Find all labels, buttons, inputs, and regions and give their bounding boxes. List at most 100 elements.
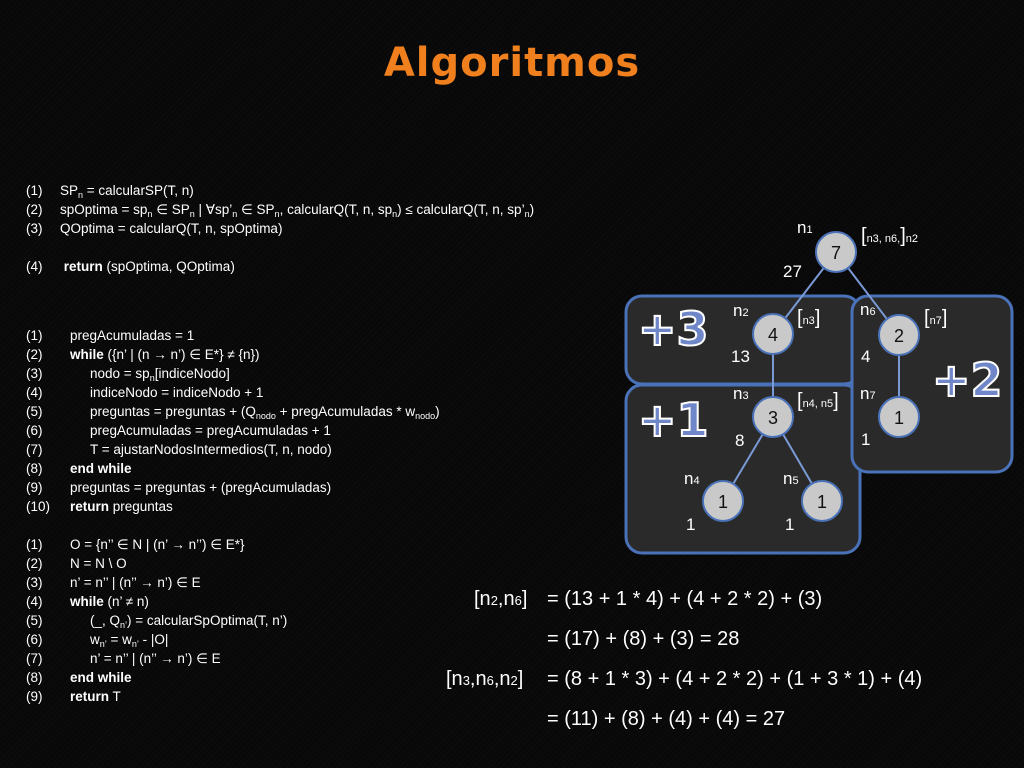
line-number: (1) <box>26 183 43 198</box>
code-fragment: = w <box>106 632 132 647</box>
code-text: QOptima = calcularQ(T, n, spOptima) <box>60 219 282 238</box>
code-fragment: , calcularQ(T, n, sp <box>279 202 393 217</box>
code-subscript: nodo <box>415 411 436 421</box>
code-keyword: return <box>63 259 103 274</box>
line-number: (10) <box>26 499 51 514</box>
line-number: (3) <box>26 366 43 381</box>
node-n2-value: 4 <box>768 325 778 345</box>
q-n3: 8 <box>735 431 745 450</box>
code-fragment: (_, Q <box>90 613 121 628</box>
code-fragment: n’ = n’’ | (n’’ → n’) ∈ E <box>90 651 221 666</box>
code-text: while (n’ ≠ n) <box>70 592 149 611</box>
eq1-rhs: = (13 + 1 * 4) + (4 + 2 * 2) + (3) <box>547 588 823 610</box>
code-fragment: preguntas = preguntas + (Q <box>90 404 256 419</box>
code-fragment: n’ = n’’ | (n’’ → n’) ∈ E <box>70 575 201 590</box>
label-n1: n1 <box>797 218 813 237</box>
label-n7: n7 <box>860 384 876 403</box>
code-fragment: preguntas <box>109 499 173 514</box>
code-keyword: return <box>70 689 110 704</box>
code-text: N = N \ O <box>70 554 127 573</box>
code-text: end while <box>70 459 132 478</box>
line-number: (3) <box>26 575 43 590</box>
seq-n6: [n7] <box>924 307 948 329</box>
code-fragment: indiceNodo = indiceNodo + 1 <box>90 385 264 400</box>
code-fragment: ) ≤ calcularQ(T, n, sp’ <box>397 202 525 217</box>
line-number: (7) <box>26 442 43 457</box>
code-subscript: n’ <box>99 639 107 649</box>
code-fragment: preguntas = preguntas + (pregAcumuladas) <box>70 480 332 495</box>
code-text: return preguntas <box>70 497 173 516</box>
q-n7: 1 <box>861 430 871 449</box>
code-fragment: SP <box>60 183 79 198</box>
code-fragment: T <box>109 689 121 704</box>
code-fragment: (n’ ≠ n) <box>103 594 149 609</box>
code-fragment: ) = calcularSpOptima(T, n’) <box>127 613 288 628</box>
line-number: (5) <box>26 613 43 628</box>
code-fragment: T = ajustarNodosIntermedios(T, n, nodo) <box>90 442 332 457</box>
code-fragment: + pregAcumuladas * w <box>275 404 416 419</box>
node-n4: 1 <box>702 480 744 522</box>
code-keyword: end while <box>70 670 132 685</box>
q-n2: 13 <box>731 347 750 366</box>
q-n1: 27 <box>783 262 802 281</box>
code-fragment: (spOptima, QOptima) <box>102 259 235 274</box>
node-n6-value: 2 <box>894 326 904 346</box>
code-keyword: return <box>70 499 110 514</box>
code-subscript: n <box>232 209 238 219</box>
code-fragment: spOptima = sp <box>60 202 148 217</box>
seq-n2: [n3] <box>797 307 821 329</box>
q-n4: 1 <box>686 515 696 534</box>
label-n6: n6 <box>860 300 876 319</box>
eq1-lhs: [n2,n6] <box>474 588 528 610</box>
code-text: while ({n’ | (n → n’) ∈ E*} ≠ {n}) <box>70 345 260 364</box>
code-subscript: n’ <box>131 639 139 649</box>
line-number: (6) <box>26 632 43 647</box>
code-text: nodo = spn[indiceNodo] <box>90 364 230 388</box>
code-text: SPn = calcularSP(T, n) <box>60 181 194 205</box>
slide-title: Algoritmos <box>383 40 641 86</box>
code-subscript: n <box>524 209 530 219</box>
label-n2: n2 <box>733 301 749 320</box>
line-number: (8) <box>26 670 43 685</box>
eq4: = (11) + (8) + (4) + (4) = 27 <box>547 708 786 730</box>
q-n6: 4 <box>861 347 871 366</box>
line-number: (1) <box>26 537 43 552</box>
node-n2: 4 <box>752 313 794 355</box>
q-n5: 1 <box>785 515 795 534</box>
label-n5: n5 <box>783 469 799 488</box>
code-fragment: [indiceNodo] <box>154 366 230 381</box>
code-text: O = {n’’ ∈ N | (n’ → n’’) ∈ E*} <box>70 535 244 554</box>
node-n1: 7 <box>815 231 857 273</box>
code-fragment: ∈ SP <box>237 202 275 217</box>
code-subscript: n <box>189 209 195 219</box>
code-subscript: n <box>392 209 398 219</box>
code-fragment: ({n’ | (n → n’) ∈ E*} ≠ {n}) <box>103 347 260 362</box>
label-n4: n4 <box>684 469 700 488</box>
code-fragment: ) <box>435 404 440 419</box>
increment-left-top: +3 <box>637 301 710 357</box>
code-text: wn’ = wn’ - |O| <box>90 630 168 654</box>
code-fragment: QOptima = calcularQ(T, n, spOptima) <box>60 221 283 236</box>
code-fragment: nodo = sp <box>90 366 150 381</box>
code-keyword: end while <box>70 461 132 476</box>
code-text: indiceNodo = indiceNodo + 1 <box>90 383 263 402</box>
node-n5: 1 <box>801 480 843 522</box>
eq3-lhs: [n3,n6,n2] <box>446 668 524 690</box>
code-subscript: n’ <box>120 620 128 630</box>
increment-left-bottom: +1 <box>637 392 710 448</box>
eq2: = (17) + (8) + (3) = 28 <box>547 628 740 650</box>
code-fragment: N = N \ O <box>70 556 127 571</box>
code-text: preguntas = preguntas + (Qnodo + pregAcu… <box>90 402 440 426</box>
code-text: (_, Qn’) = calcularSpOptima(T, n’) <box>90 611 287 635</box>
line-number: (7) <box>26 651 43 666</box>
code-subscript: nodo <box>255 411 276 421</box>
node-n7-value: 1 <box>894 408 904 428</box>
code-fragment: w <box>90 632 100 647</box>
line-number: (4) <box>26 259 43 274</box>
code-text: T = ajustarNodosIntermedios(T, n, nodo) <box>90 440 332 459</box>
code-fragment: pregAcumuladas = pregAcumuladas + 1 <box>90 423 331 438</box>
increment-right: +2 <box>931 352 1004 408</box>
code-keyword: while <box>70 594 104 609</box>
code-fragment: | ∀sp’ <box>194 202 233 217</box>
